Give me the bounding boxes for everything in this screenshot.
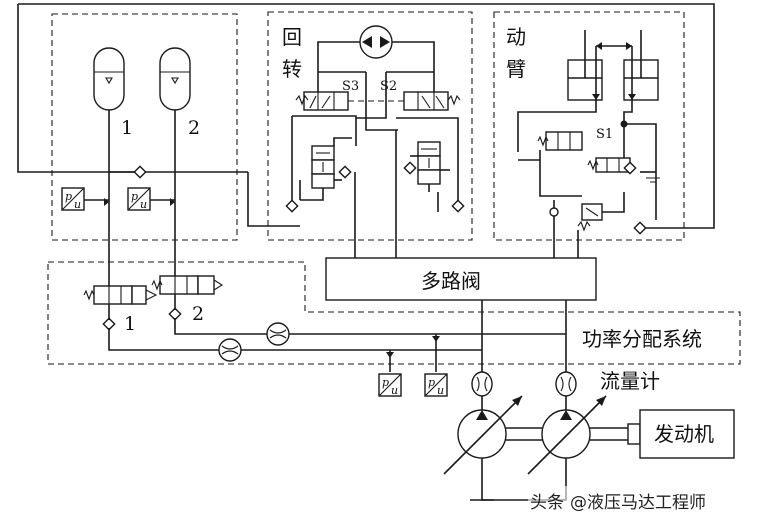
- arm-check-valve: [587, 157, 631, 173]
- valve-s3-label: S3: [342, 79, 359, 94]
- engine-box: [639, 409, 735, 459]
- watermark-handle: @液压马达工程师: [570, 493, 706, 513]
- arm-relief-valve: [577, 203, 603, 232]
- flowmeter-label: 流量计: [600, 369, 660, 393]
- pump-valve-2-label: 2: [192, 303, 204, 325]
- multiway-valve: [325, 257, 597, 301]
- variable-pump-1: [443, 395, 523, 475]
- rotation-label-1: 回: [282, 25, 302, 49]
- pressure-sensor-1: p u: [61, 187, 85, 211]
- valve-s1-label: S1: [596, 127, 613, 142]
- accumulator-1-label: 1: [121, 117, 133, 139]
- flow-restrictor-2: [218, 338, 242, 362]
- pump-valve-1-label: 1: [124, 313, 136, 335]
- directional-valve-s3: [295, 91, 349, 111]
- accumulator-frame: [51, 13, 238, 241]
- flow-restrictor-1: [266, 322, 290, 346]
- power-system-label: 功率分配系统: [582, 327, 702, 351]
- boom-cylinders: [567, 30, 659, 101]
- rotation-left-valve: [311, 145, 335, 189]
- accumulator-1: [93, 47, 125, 111]
- rotation-right-valve: [417, 141, 441, 185]
- pressure-sensor-3: p u: [378, 373, 402, 397]
- pump-control-valve-2: [151, 275, 224, 295]
- svg-text:u: u: [437, 384, 444, 397]
- power-system-frame: [47, 261, 741, 365]
- pressure-sensor-2: p u: [127, 187, 151, 211]
- pump-control-valve-1: [83, 285, 158, 305]
- rotary-motor: [359, 25, 393, 59]
- svg-text:p: p: [428, 376, 435, 389]
- watermark: 头条 @液压马达工程师: [528, 486, 756, 518]
- rotation-frame: [267, 11, 473, 241]
- svg-text:p: p: [131, 190, 138, 203]
- multiway-valve-label: 多路阀: [421, 269, 481, 293]
- accumulator-2-label: 2: [188, 117, 200, 139]
- arm-label-1: 动: [506, 25, 526, 49]
- valve-s2-label: S2: [380, 79, 397, 94]
- pressure-sensor-4: p u: [424, 373, 448, 397]
- watermark-prefix: 头条: [530, 493, 564, 513]
- svg-text:p: p: [65, 190, 72, 203]
- svg-text:u: u: [74, 198, 81, 211]
- directional-valve-s1: [537, 131, 583, 151]
- svg-text:u: u: [391, 384, 398, 397]
- flowmeter-2: [555, 371, 577, 397]
- arm-label-2: 臂: [506, 57, 526, 81]
- svg-text:u: u: [140, 198, 147, 211]
- svg-text:p: p: [382, 376, 389, 389]
- variable-pump-2: [527, 395, 607, 475]
- engine-label: 发动机: [654, 422, 714, 446]
- directional-valve-s2: [403, 91, 461, 111]
- flowmeter-1: [471, 371, 493, 397]
- rotation-label-2: 转: [282, 57, 302, 81]
- accumulator-2: [159, 47, 191, 111]
- arm-frame: [493, 11, 685, 241]
